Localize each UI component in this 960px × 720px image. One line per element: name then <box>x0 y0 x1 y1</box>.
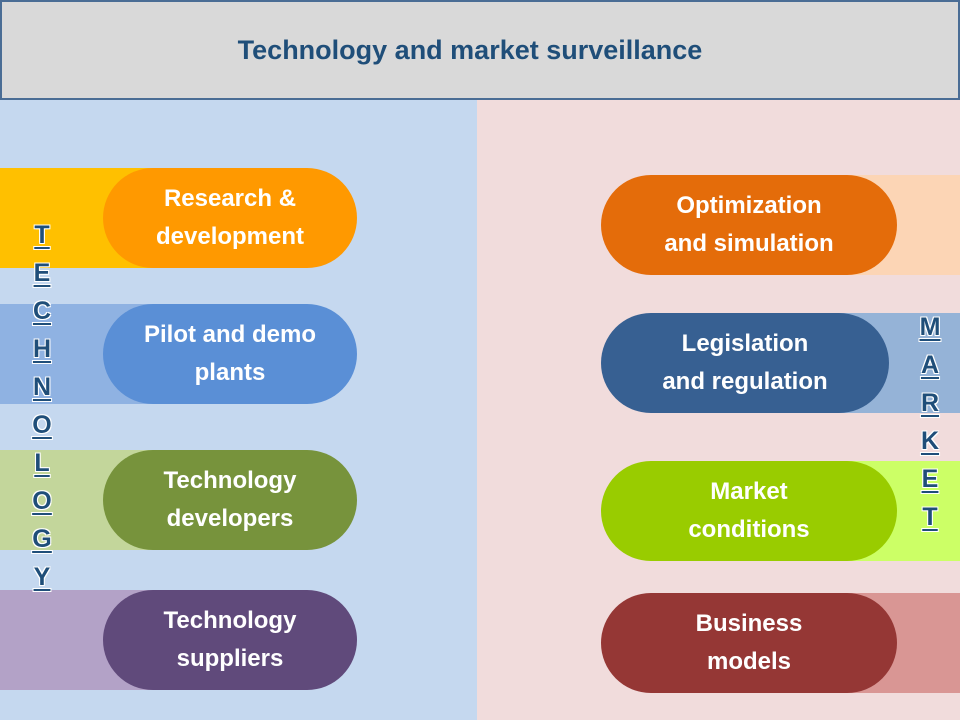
title-box: Technology and market surveillance <box>0 0 960 100</box>
tech-pill-research: Research & development <box>103 168 357 268</box>
market-label-letter: T <box>922 503 938 531</box>
market-pill-business: Business models <box>601 593 897 693</box>
tech-pill-label: Technology suppliers <box>163 607 297 672</box>
market-label-letter: K <box>920 427 940 455</box>
technology-label-letter: L <box>34 449 50 477</box>
tech-pill-label: Technology developers <box>163 467 297 532</box>
market-pill-conditions: Market conditions <box>601 461 897 561</box>
tech-pill-suppliers: Technology suppliers <box>103 590 357 690</box>
technology-label-letter: C <box>32 297 52 325</box>
technology-label-letter: H <box>32 335 52 363</box>
market-pill-label: Legislation and regulation <box>662 330 828 395</box>
tech-pill-pilot: Pilot and demo plants <box>103 304 357 404</box>
tech-pill-label: Pilot and demo plants <box>143 321 316 386</box>
market-label-letter: A <box>920 351 940 379</box>
tech-pill-developers: Technology developers <box>103 450 357 550</box>
market-pill-legislation: Legislation and regulation <box>601 313 889 413</box>
technology-label-letter: O <box>32 487 52 515</box>
technology-label-letter: T <box>34 221 50 249</box>
page-title: Technology and market surveillance <box>237 34 703 65</box>
technology-label-letter: G <box>32 525 52 553</box>
technology-label-letter: E <box>33 259 51 287</box>
tech-pill-label: Research & development <box>155 185 305 250</box>
technology-label-letter: Y <box>33 563 51 591</box>
market-pill-label: Business models <box>695 610 803 675</box>
market-label-letter: E <box>921 465 939 493</box>
technology-label-letter: N <box>32 373 52 401</box>
technology-label-letter: O <box>32 411 52 439</box>
market-pill-label: Market conditions <box>688 478 810 543</box>
market-label-letter: M <box>919 313 941 341</box>
market-label-letter: R <box>920 389 940 417</box>
market-pill-optimization: Optimization and simulation <box>601 175 897 275</box>
market-pill-label: Optimization and simulation <box>664 192 834 257</box>
